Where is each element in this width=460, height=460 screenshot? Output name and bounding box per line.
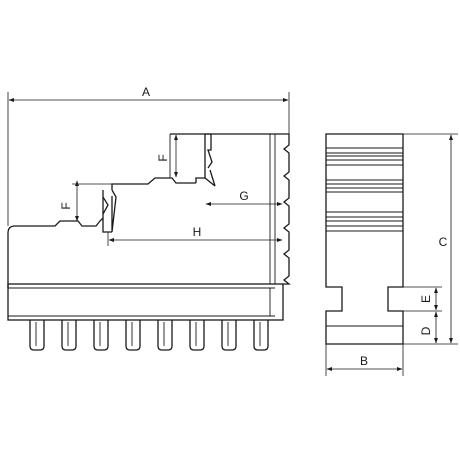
side-view: A F F G H — [7, 85, 291, 351]
dim-f-lower-label: F — [59, 202, 73, 209]
dim-c-label: C — [439, 235, 448, 249]
end-view: C E D B — [325, 133, 458, 376]
dim-g-label: G — [239, 189, 248, 203]
groove-bands — [326, 147, 403, 327]
dim-b-label: B — [360, 354, 368, 368]
jaw-side-outline — [7, 133, 216, 288]
teeth-row — [29, 320, 269, 351]
end-view-outline — [325, 133, 404, 345]
dim-e-label: E — [419, 295, 433, 303]
jaw-body — [7, 283, 284, 321]
dim-d-label: D — [419, 326, 433, 335]
dim-h-label: H — [193, 225, 202, 239]
dim-f-upper-label: F — [156, 154, 170, 161]
dim-a-label: A — [142, 85, 150, 99]
serrated-face — [170, 133, 291, 285]
